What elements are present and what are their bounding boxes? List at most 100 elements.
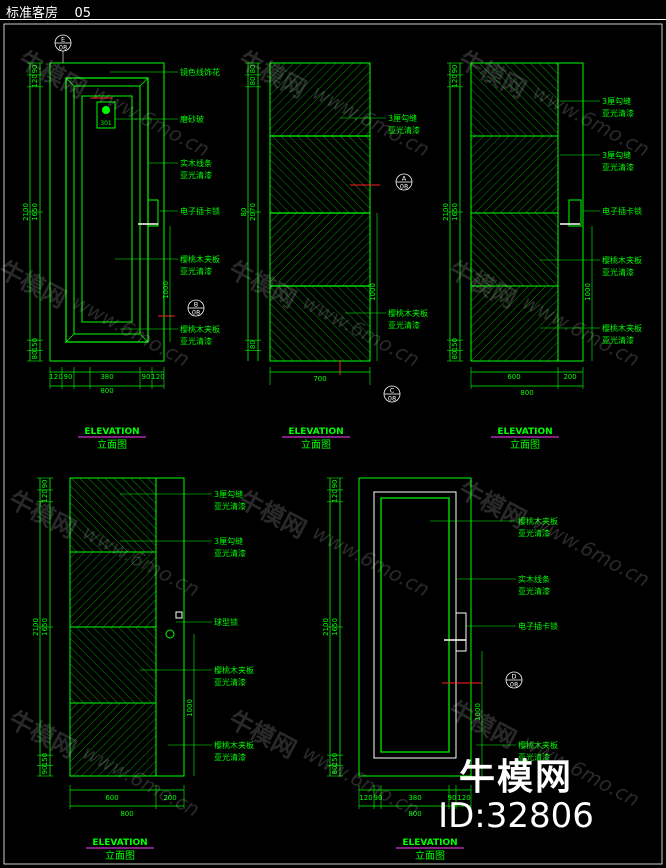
door-panel xyxy=(65,77,149,343)
material-note: 樱桃木夹板 xyxy=(180,254,220,264)
dim-value: 800 xyxy=(100,387,113,395)
material-note: 亚光清漆 xyxy=(214,548,246,558)
section-tag-letter: E xyxy=(61,36,65,44)
dim-value: 800 xyxy=(120,810,133,818)
dim-value: 80 xyxy=(331,766,339,775)
veneer-band xyxy=(69,477,157,553)
dim-value: 120 xyxy=(151,373,164,381)
dim-value: 800 xyxy=(408,810,421,818)
dim-value: 380 xyxy=(100,373,113,381)
title-bar: 标准客房 05 xyxy=(0,0,666,21)
caption-en: ELEVATION xyxy=(84,427,139,437)
dim-value: 800 xyxy=(520,389,533,397)
section-tag-sheet: 08 xyxy=(388,395,396,403)
material-note: 实木线条 xyxy=(518,574,550,584)
door-panel xyxy=(373,491,457,759)
material-note: 亚光清漆 xyxy=(602,335,634,345)
dim-value: 90 xyxy=(374,794,383,802)
caption-en: ELEVATION xyxy=(92,838,147,848)
material-note: 亚光清漆 xyxy=(214,501,246,511)
section-tag-sheet: 08 xyxy=(59,44,67,52)
dim-value: 1650 xyxy=(451,203,459,221)
dim-value: 1650 xyxy=(331,618,339,636)
caption-cn: 立面图 xyxy=(301,438,331,451)
veneer-band xyxy=(69,626,157,704)
dim-value: 120 xyxy=(331,489,339,502)
section-tag-c: C08 xyxy=(383,385,401,403)
veneer-band xyxy=(470,135,559,214)
bevel xyxy=(65,333,75,343)
card-lock xyxy=(455,612,467,652)
dim-value: 600 xyxy=(507,373,520,381)
dim-value: 200 xyxy=(563,373,576,381)
section-tag-letter: D xyxy=(511,673,516,681)
material-note: 磨砂玻 xyxy=(180,114,204,124)
dim-value: 150 xyxy=(331,753,339,766)
dim-value: 380 xyxy=(408,794,421,802)
dim-value: 600 xyxy=(105,794,118,802)
elevation-panel-5: 901201650210015080樱桃木夹板亚光清漆实木线条亚光清漆电子插卡锁… xyxy=(322,477,558,818)
section-tag-letter: B xyxy=(194,301,198,309)
material-note: 亚光清漆 xyxy=(518,528,550,538)
dim-value: 1000 xyxy=(369,283,377,301)
card-lock xyxy=(147,199,159,227)
bevel xyxy=(139,77,149,87)
caption-cn: 立面图 xyxy=(415,849,445,862)
material-note: 3厘勾缝 xyxy=(602,150,631,160)
dim-value: 90 xyxy=(451,64,459,73)
section-tag-d: D08 xyxy=(505,671,523,689)
section-tag-sheet: 08 xyxy=(400,183,408,191)
sheet-border xyxy=(3,23,663,865)
dim-value: 1650 xyxy=(41,618,49,636)
veneer-band xyxy=(69,702,157,777)
door-inner-panel xyxy=(380,497,450,753)
plate-emblem xyxy=(102,106,110,114)
caption-en: ELEVATION xyxy=(288,427,343,437)
dim-value: 1000 xyxy=(584,283,592,301)
width-dimensions: 700 xyxy=(269,367,371,385)
dim-value: 80 xyxy=(249,340,257,349)
dim-value: 150 xyxy=(451,338,459,351)
dim-value: 90 xyxy=(142,373,151,381)
section-tag-sheet: 08 xyxy=(192,309,200,317)
material-note: 亚光清漆 xyxy=(602,267,634,277)
veneer-band xyxy=(470,62,559,137)
material-note: 樱桃木夹板 xyxy=(180,324,220,334)
drawing-title: 标准客房 05 xyxy=(6,6,92,21)
dim-value: 2100 xyxy=(32,618,40,636)
dim-value: 1000 xyxy=(474,703,482,721)
material-note: 亚光清漆 xyxy=(518,752,550,762)
section-tag-letter: A xyxy=(402,175,407,183)
veneer-band xyxy=(269,135,371,214)
dim-value: 80 xyxy=(31,351,39,360)
dim-value: 80 xyxy=(451,351,459,360)
caption-cn: 立面图 xyxy=(105,849,135,862)
material-note: 樱桃木夹板 xyxy=(602,255,642,265)
dim-value: 90 xyxy=(448,794,457,802)
knob-lock xyxy=(165,629,175,639)
door-frame xyxy=(358,477,472,777)
elevation-panel-3: 9012016502100150803厘勾缝亚光清漆3厘勾缝亚光清漆电子插卡锁樱… xyxy=(442,62,642,397)
caption-en: ELEVATION xyxy=(402,838,457,848)
brand-id: ID:32806 xyxy=(438,796,594,836)
width-dimensions: 600 200 800 xyxy=(470,367,584,397)
bevel xyxy=(139,333,149,343)
lock-marker xyxy=(175,611,183,619)
section-tag-e: E08 xyxy=(54,34,72,52)
material-note: 亚光清漆 xyxy=(602,108,634,118)
section-tag-sheet: 08 xyxy=(510,681,518,689)
dim-value: 2100 xyxy=(322,618,330,636)
dim-value: 150 xyxy=(31,338,39,351)
bevel xyxy=(65,77,75,87)
caption-cn: 立面图 xyxy=(510,438,540,451)
